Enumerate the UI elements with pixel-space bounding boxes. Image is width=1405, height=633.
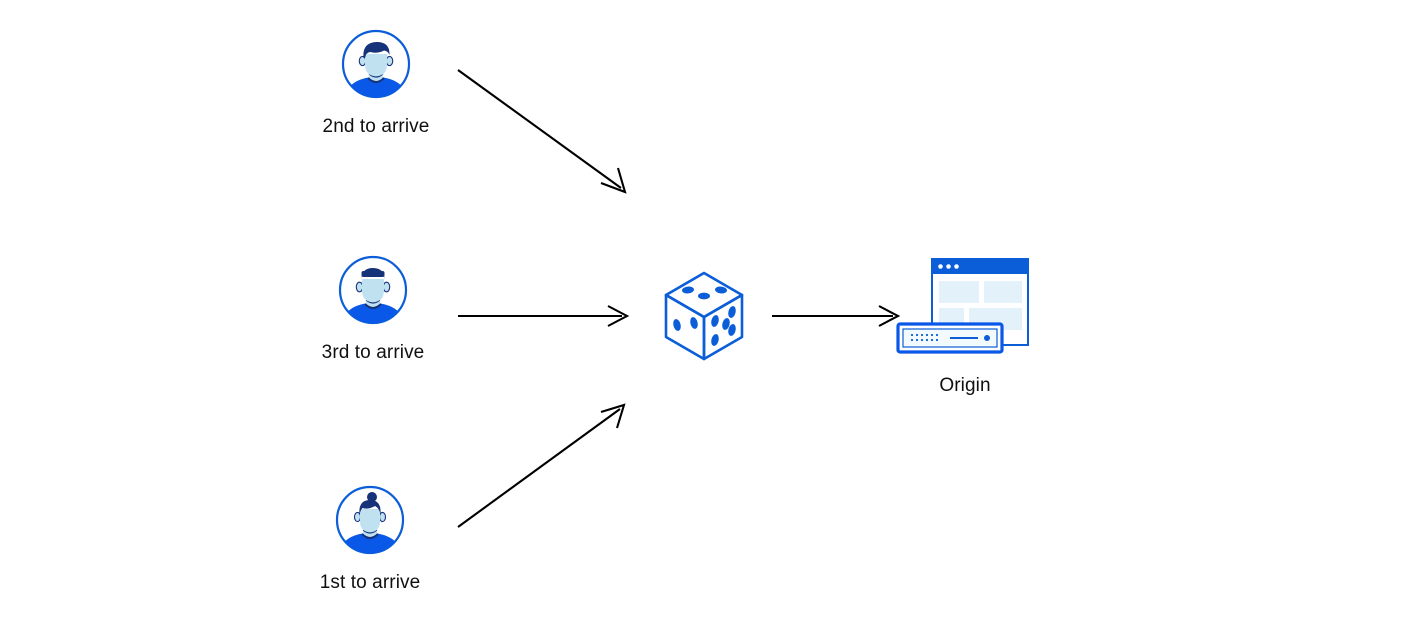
arrow-1st-to-dice [457,403,626,528]
client-node-2nd[interactable]: 2nd to arrive [296,28,456,136]
random-selector-node[interactable] [660,268,748,364]
client-label-1st: 1st to arrive [319,572,421,593]
arrow-dice-to-origin [772,305,901,327]
arrow-3rd-to-dice [458,305,630,327]
arrow-2nd-to-dice [457,69,627,194]
origin-node[interactable]: Origin [892,255,1038,395]
origin-label: Origin [939,375,991,396]
origin-server-icon [892,255,1038,361]
user-avatar-icon [334,484,406,556]
client-label-3rd: 3rd to arrive [321,342,425,363]
user-avatar-icon [337,254,409,326]
user-avatar-icon [340,28,412,100]
dice-icon [660,268,748,364]
client-label-2nd: 2nd to arrive [322,116,430,137]
client-node-1st[interactable]: 1st to arrive [290,484,450,592]
client-node-3rd[interactable]: 3rd to arrive [293,254,453,362]
server-appliance [896,322,1004,354]
